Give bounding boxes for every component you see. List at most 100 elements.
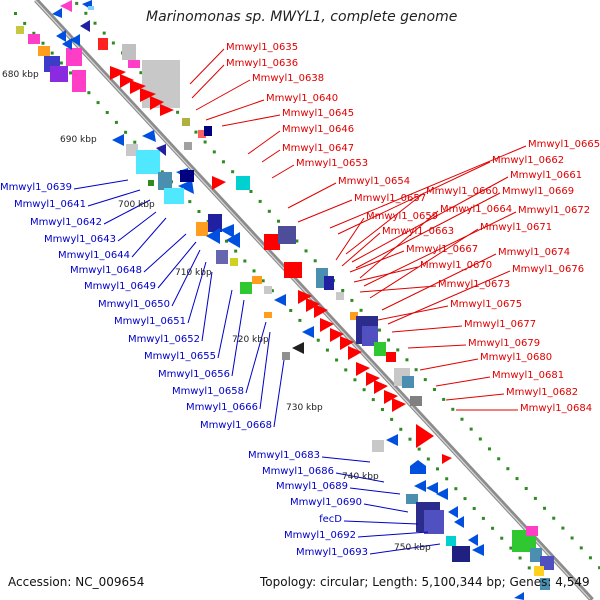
track-tick <box>32 31 36 35</box>
track-tick <box>423 378 427 382</box>
track-tick <box>277 219 281 223</box>
forward-gene-label: Mmwyl1_0661 <box>510 170 583 181</box>
reverse-gene-label: Mmwyl1_0655 <box>143 351 216 362</box>
forward-gene-label: Mmwyl1_0684 <box>520 403 593 414</box>
track-tick <box>442 397 446 401</box>
track-tick <box>84 11 88 15</box>
reverse-leader <box>103 199 151 225</box>
gene-features <box>16 0 554 600</box>
reverse-gene-label: Mmwyl1_0683 <box>247 450 320 461</box>
forward-leader <box>337 161 491 235</box>
reverse-gene-label: Mmwyl1_0649 <box>83 281 156 292</box>
track-tick <box>14 12 17 15</box>
forward-leader <box>381 253 497 311</box>
forward-leader <box>335 217 365 261</box>
track-tick <box>325 348 329 352</box>
track-tick <box>23 21 27 25</box>
track-tick <box>341 289 345 292</box>
forward-gene-label: Mmwyl1_0667 <box>406 244 479 255</box>
forward-leader <box>329 145 527 229</box>
track-tick <box>221 160 225 164</box>
forward-leader <box>359 210 439 279</box>
forward-gene-label: Mmwyl1_0647 <box>282 143 355 154</box>
track-tick <box>543 506 547 510</box>
track-tick <box>588 556 592 560</box>
track-tick <box>408 437 412 441</box>
track-tick <box>478 437 482 441</box>
track-tick <box>304 249 308 253</box>
forward-leader <box>355 192 501 269</box>
forward-leader <box>445 393 505 401</box>
reverse-gene-label: Mmwyl1_0643 <box>43 234 116 245</box>
track-tick <box>194 130 198 134</box>
forward-gene-label: Mmwyl1_0669 <box>502 186 575 197</box>
track-tick <box>506 467 510 471</box>
reverse-leader <box>363 503 409 513</box>
track-tick <box>380 408 384 411</box>
reverse-gene-label: Mmwyl1_0692 <box>283 530 356 541</box>
reverse-leader <box>245 321 267 394</box>
reverse-gene-label: Mmwyl1_0642 <box>29 217 102 228</box>
track-tick <box>295 239 299 243</box>
track-tick <box>362 388 366 392</box>
reverse-gene-label: Mmwyl1_0656 <box>157 369 230 380</box>
forward-leader <box>189 48 225 85</box>
forward-gene-label: Mmwyl1_0671 <box>480 222 553 233</box>
track-tick <box>344 368 348 372</box>
kbp-label: 730 kbp <box>286 403 323 413</box>
track-tick <box>533 496 537 500</box>
forward-leader <box>271 164 295 179</box>
track-tick <box>481 516 485 520</box>
track-tick <box>59 61 63 65</box>
forward-gene-label: Mmwyl1_0675 <box>450 299 523 310</box>
track-tick <box>69 71 73 75</box>
track-tick <box>371 398 375 402</box>
kbp-label: 720 kbp <box>232 335 269 345</box>
track-tick <box>350 298 354 302</box>
genome-backbone <box>34 0 594 600</box>
forward-gene-label: Mmwyl1_0635 <box>226 42 299 53</box>
track-tick <box>451 407 455 411</box>
track-tick <box>396 348 400 352</box>
track-tick <box>515 477 519 481</box>
forward-leader <box>287 182 337 209</box>
forward-gene-label: Mmwyl1_0663 <box>382 226 455 237</box>
forward-gene-label: Mmwyl1_0640 <box>266 93 339 104</box>
forward-leader <box>435 376 491 387</box>
reverse-leader <box>335 472 385 483</box>
forward-gene-label: Mmwyl1_0674 <box>498 247 571 258</box>
track-tick <box>114 120 118 124</box>
track-tick <box>552 516 556 520</box>
reverse-leader <box>273 359 285 428</box>
forward-leader <box>353 266 419 283</box>
track-tick <box>252 269 256 273</box>
forward-gene-label: Mmwyl1_0680 <box>480 352 553 363</box>
forward-leader <box>407 344 467 349</box>
track-tick <box>225 239 229 243</box>
track-tick <box>261 279 265 283</box>
track-tick <box>160 170 164 174</box>
forward-leader <box>341 232 381 267</box>
track-tick <box>454 487 458 491</box>
reverse-gene-label: Mmwyl1_0651 <box>113 316 186 327</box>
reverse-leader <box>157 241 197 289</box>
reverse-gene-label: fecD <box>319 514 342 525</box>
reverse-leader <box>87 189 141 207</box>
track-tick <box>87 91 91 95</box>
forward-gene-label: Mmwyl1_0681 <box>492 370 565 381</box>
reverse-gene-label: Mmwyl1_0658 <box>171 386 244 397</box>
forward-leader <box>345 192 425 255</box>
track-tick <box>518 556 522 560</box>
track-tick <box>491 526 495 530</box>
forward-leader <box>195 79 251 111</box>
callout-lines <box>73 48 527 555</box>
forward-gene-label: Mmwyl1_0646 <box>282 124 355 135</box>
accession-text: Accession: NC_009654 <box>8 575 145 589</box>
track-tick <box>561 526 565 530</box>
forward-gene-label: Mmwyl1_0657 <box>354 193 427 204</box>
track-tick <box>203 140 207 144</box>
forward-leader <box>391 325 463 333</box>
forward-gene-label: Mmwyl1_0670 <box>420 260 493 271</box>
track-tick <box>527 566 531 570</box>
